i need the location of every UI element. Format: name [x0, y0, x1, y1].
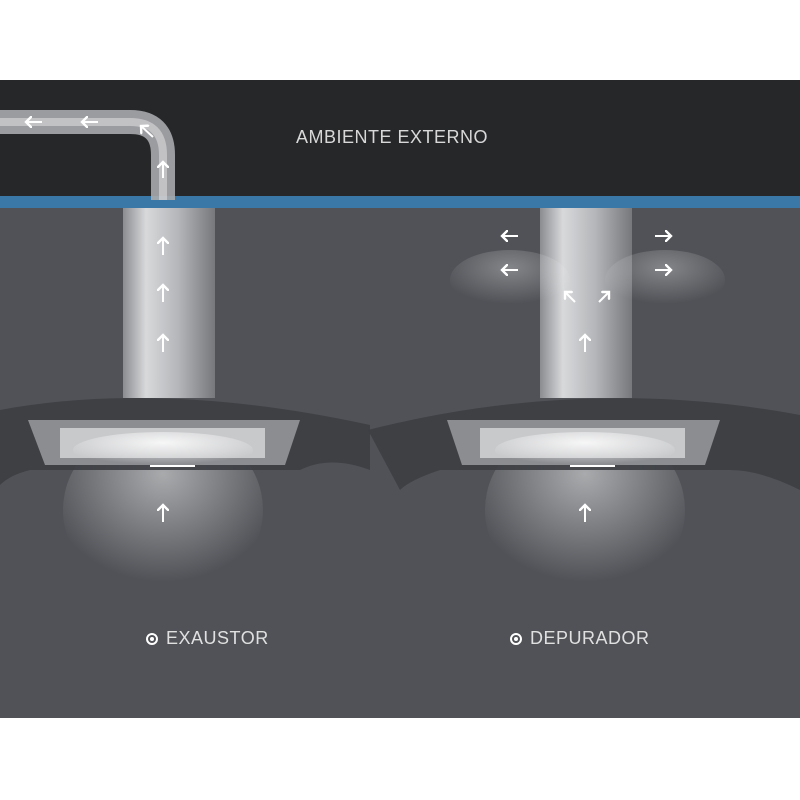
mode-recirculating: DEPURADOR [510, 628, 650, 649]
radio-selected-icon [510, 632, 522, 645]
ceiling-divider [0, 196, 800, 208]
exhaust-duct [0, 110, 175, 200]
airflow-arrows-recirculating [502, 236, 671, 522]
mode-recirculating-label: DEPURADOR [530, 628, 650, 648]
mode-exhaust: EXAUSTOR [146, 628, 269, 649]
airflow-arrows-outside [26, 122, 163, 178]
outside-environment-band [0, 80, 800, 196]
radio-selected-icon [146, 632, 158, 645]
hood-recirculating [368, 208, 800, 600]
hood-exhaust [0, 208, 370, 600]
mode-exhaust-label: EXAUSTOR [166, 628, 269, 648]
outside-environment-label: AMBIENTE EXTERNO [296, 127, 489, 147]
